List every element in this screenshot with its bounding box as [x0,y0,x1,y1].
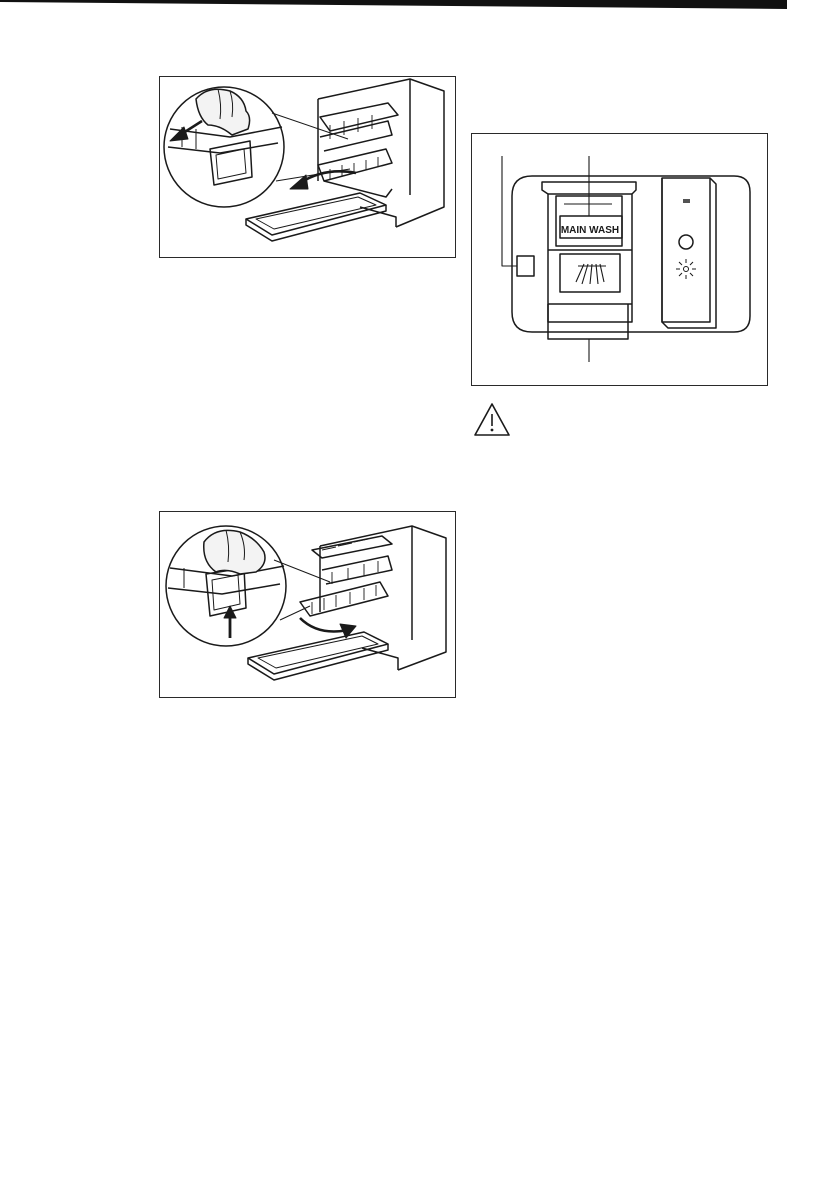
figure-insert-basket [159,511,456,698]
dishwasher-basket-insert-illustration [160,512,455,697]
warning-triangle-icon [473,402,511,438]
figure-detergent-dispenser: MAIN WASH [471,133,768,386]
header-rule [0,0,787,9]
dispenser-compartment-label: MAIN WASH [561,225,619,236]
figure-remove-basket [159,76,456,258]
detergent-dispenser-illustration: MAIN WASH [472,134,767,385]
dishwasher-basket-remove-illustration [160,77,455,257]
